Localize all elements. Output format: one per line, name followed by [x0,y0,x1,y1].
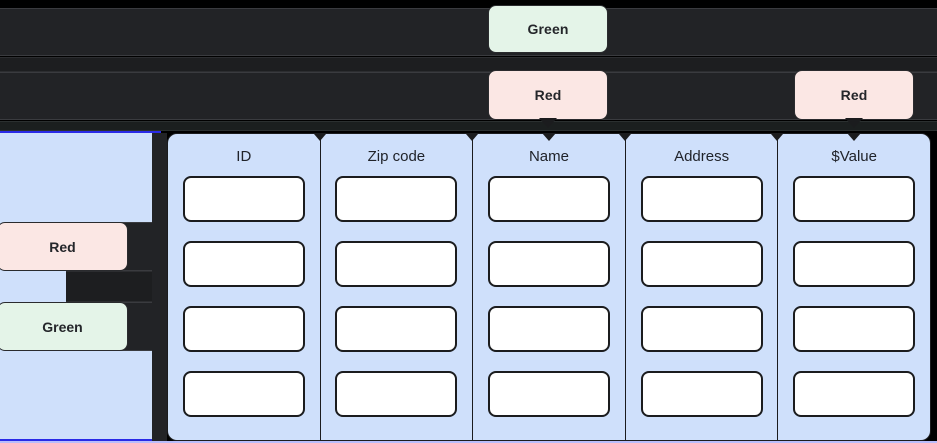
grid-cell[interactable] [487,371,610,417]
tooltip-label: Green [527,21,569,37]
data-grid: ID Zip code Name Addres [167,133,931,441]
grid-cell[interactable] [640,371,763,417]
backdrop-row [0,8,937,56]
grid-cell[interactable] [335,371,458,417]
column-divider-tick-icon [771,134,784,141]
sidebar-backdrop-row [66,271,158,302]
column-divider-tick-icon [618,134,631,141]
grid-cell[interactable] [335,241,458,287]
grid-cell[interactable] [487,176,610,222]
grid-cell[interactable] [182,306,305,352]
column-header: Zip code [367,148,426,165]
tooltip-badge-red-2[interactable]: Red [794,70,914,128]
grid-cell[interactable] [640,241,763,287]
grid-cell[interactable] [182,241,305,287]
grid-cell[interactable] [335,176,458,222]
sidebar-badge-label: Green [42,318,83,335]
dark-backdrop [0,0,937,131]
tooltip-arrow-icon [845,118,863,128]
tooltip-label: Red [840,87,868,103]
grid-cell[interactable] [793,241,916,287]
grid-cell[interactable] [487,306,610,352]
grid-column-address: Address [626,134,784,440]
column-header: Address [674,148,730,165]
sidebar-badge-green[interactable]: Green [0,302,128,351]
grid-cell[interactable] [793,371,916,417]
grid-column-value: $Value [778,134,930,440]
sidebar-badge-red[interactable]: Red [0,222,128,271]
column-cells [626,176,778,417]
column-header: $Value [831,148,877,165]
grid-column-zip-code: Zip code [321,134,479,440]
column-marker-icon [847,134,862,141]
column-divider-tick-icon [313,134,326,141]
panel-divider-strip [152,133,167,441]
grid-cell[interactable] [640,306,763,352]
grid-column-name: Name [473,134,631,440]
column-marker-icon [541,134,556,141]
sidebar-badge-label: Red [49,238,76,255]
tooltip-arrow-icon [539,118,557,128]
grid-cell[interactable] [335,306,458,352]
bottom-accent-strip [0,441,937,443]
tooltip-badge-red[interactable]: Red [488,70,608,128]
grid-column-id: ID [168,134,326,440]
column-cells [778,176,930,417]
tooltip-badge-green[interactable]: Green [488,5,608,53]
column-divider-tick-icon [466,134,479,141]
column-cells [168,176,320,417]
backdrop-row [0,121,937,131]
grid-cell[interactable] [793,176,916,222]
grid-cell[interactable] [640,176,763,222]
column-cells [321,176,473,417]
backdrop-row [0,57,937,72]
column-header: Name [528,148,569,165]
grid-cell[interactable] [182,176,305,222]
grid-cell[interactable] [487,241,610,287]
grid-cell[interactable] [793,306,916,352]
backdrop-row [0,72,937,120]
column-header: ID [236,148,252,165]
grid-cell[interactable] [182,371,305,417]
column-cells [473,176,625,417]
tooltip-label: Red [534,87,562,103]
